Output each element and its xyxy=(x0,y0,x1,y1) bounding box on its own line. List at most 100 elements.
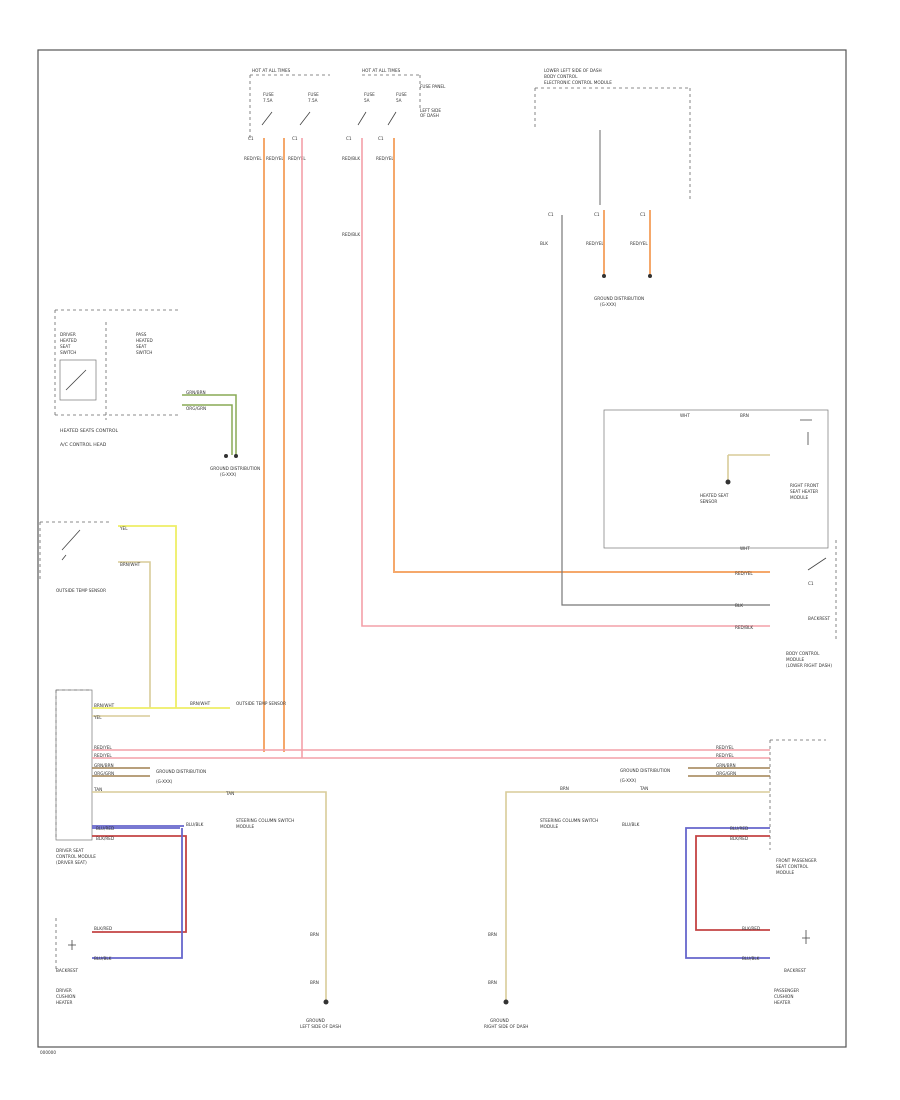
passenger-seat-module: RED/YEL RED/YEL GRN/BRN ORG/GRN GROUND D… xyxy=(540,739,826,1005)
wire-label: SEAT HEATER xyxy=(790,489,818,494)
wire-label: BLK/RED xyxy=(94,926,112,931)
wire-label: RED/BLK xyxy=(342,156,360,161)
driver-seat-module: BRN/WHT YEL BRN/WHT OUTSIDE TEMP SENSOR … xyxy=(55,689,770,1005)
wire-label: GRN/BRN xyxy=(94,763,114,768)
wire-label: DRIVER SEAT xyxy=(56,848,84,853)
lower-ctrl-title: LOWER LEFT SIDE OF DASH xyxy=(544,68,602,73)
wire-label: SEAT CONTROL xyxy=(776,864,809,869)
lower-ctrl-sub1: BODY CONTROL xyxy=(544,74,578,79)
wire-label: BRN/WHT xyxy=(94,703,115,708)
wire-label: MODULE xyxy=(236,824,255,829)
wire-label: RED/BLK xyxy=(735,625,753,630)
wire-label: HEATED SEAT xyxy=(700,493,729,498)
wire-label: BACKREST xyxy=(784,968,807,973)
wire-label: (G-XXX) xyxy=(220,472,237,477)
wire-label: BACKREST xyxy=(56,968,79,973)
wire-label: GROUND xyxy=(306,1018,325,1023)
wire-label: PASS xyxy=(136,332,147,337)
wire-label: RIGHT SIDE OF DASH xyxy=(484,1024,528,1029)
wire-label: CUSHION xyxy=(774,994,793,999)
bottom-grounds: BRN BRN GROUND LEFT SIDE OF DASH BRN BRN… xyxy=(300,932,528,1029)
wire-label: ORG/GRN xyxy=(716,771,736,776)
wire-label: RED/YEL xyxy=(586,241,604,246)
wire-label: RED/YEL xyxy=(630,241,648,246)
wire-label: HEATER xyxy=(56,1000,73,1005)
fuse-panel-note: FUSE PANEL xyxy=(420,84,446,89)
ac-control-head: DRIVER HEATED SEAT SWITCH PASS HEATED SE… xyxy=(54,309,180,448)
wire-label: OUTSIDE TEMP SENSOR xyxy=(236,701,286,706)
ground-left-icon xyxy=(323,999,329,1005)
wire-label: LEFT SIDE OF DASH xyxy=(300,1024,341,1029)
wire-label: BODY CONTROL xyxy=(786,651,820,656)
wire-label: C1 xyxy=(640,212,646,217)
wire-label: BLK/RED xyxy=(742,926,760,931)
fuse-panel-note-2: LEFT SIDE xyxy=(420,108,441,113)
wire-label: ORG/GRN xyxy=(186,406,206,411)
outside-temp-switch: YEL BRN/WHT OUTSIDE TEMP SENSOR xyxy=(39,521,177,708)
wire-label: SEAT xyxy=(136,344,147,349)
wire-label: BLK/RED xyxy=(96,836,114,841)
wire-label: RED/YEL xyxy=(288,156,306,161)
wire-label: CUSHION xyxy=(56,994,75,999)
wire-label: BLU/BLK xyxy=(622,822,640,827)
wire-label: BLK xyxy=(735,603,743,608)
wire-label: FRONT PASSENGER xyxy=(776,858,817,863)
wire-label: C1 xyxy=(292,136,298,141)
wire-label: SWITCH xyxy=(136,350,152,355)
wire-label: (G-XXX) xyxy=(600,302,617,307)
wire-label: HEATER xyxy=(774,1000,791,1005)
hot-at-all-times-label-2: HOT AT ALL TIMES xyxy=(362,68,401,73)
wire-label: MODULE xyxy=(790,495,809,500)
wire-label: HEATED xyxy=(136,338,153,343)
wire-label: (DRIVER SEAT) xyxy=(56,860,87,865)
wire-label: TAN xyxy=(225,791,234,796)
diagram-frame xyxy=(37,49,847,1048)
fuse-amp-4: 5A xyxy=(396,98,402,103)
ground-top-right-label: GROUND DISTRIBUTION xyxy=(594,296,644,301)
hot-at-all-times-label-1: HOT AT ALL TIMES xyxy=(252,68,291,73)
wire-label: RIGHT FRONT xyxy=(790,483,819,488)
lower-ctrl-sub2: ELECTRONIC CONTROL MODULE xyxy=(544,80,612,85)
wire-label: GROUND xyxy=(490,1018,509,1023)
right-relay-module: HEATED SEAT SENSOR RIGHT FRONT SEAT HEAT… xyxy=(603,409,837,668)
wire-label: GRN/BRN xyxy=(186,390,206,395)
wire-label: MODULE xyxy=(786,657,805,662)
wire-label: BRN xyxy=(488,932,497,937)
lower-control-module: LOWER LEFT SIDE OF DASH BODY CONTROL ELE… xyxy=(534,68,691,307)
wire-label: BRN xyxy=(310,980,319,985)
wire-label: STEERING COLUMN SWITCH xyxy=(540,818,598,823)
wire-label: GROUND DISTRIBUTION xyxy=(620,768,670,773)
wire-label: TAN xyxy=(639,786,648,791)
wire-label: BRN xyxy=(488,980,497,985)
wire-label: BRN xyxy=(310,932,319,937)
footer-code: 000000 xyxy=(40,1050,56,1055)
main-vertical-wires: RED/YEL BLK RED/BLK xyxy=(263,138,770,758)
wire-label: C1 xyxy=(808,581,814,586)
fuse-panel-note-3: OF DASH xyxy=(420,113,439,118)
wire-label: WHT xyxy=(680,413,690,418)
wire-label: YEL xyxy=(93,715,102,720)
wire-label: (G-XXX) xyxy=(156,779,173,784)
wire-label: BLK/RED xyxy=(730,836,748,841)
wire-label: ORG/GRN xyxy=(94,771,114,776)
wire-label: BLU/RED xyxy=(730,826,748,831)
wire-label: STEERING COLUMN SWITCH xyxy=(236,818,294,823)
wire-label: CONTROL MODULE xyxy=(56,854,96,859)
wire-label: GROUND DISTRIBUTION xyxy=(210,466,260,471)
wire-label: (G-XXX) xyxy=(620,778,637,783)
wire-label: C1 xyxy=(548,212,554,217)
wire-label: BLU/BLK xyxy=(94,956,112,961)
wire-label: MODULE xyxy=(540,824,559,829)
wire-label: BRN xyxy=(740,413,749,418)
wire-label: BLU/RED xyxy=(96,826,114,831)
wire-label: SWITCH xyxy=(60,350,76,355)
ground-right-icon xyxy=(503,999,509,1005)
wire-label: BRN xyxy=(560,786,569,791)
wire-label: DRIVER xyxy=(56,988,72,993)
fuse-label-1: FUSE xyxy=(263,92,274,97)
wire-label: GRN/BRN xyxy=(716,763,736,768)
wire-label: MODULE xyxy=(776,870,795,875)
wire-label: C1 xyxy=(346,136,352,141)
fuse-amp-1: 7.5A xyxy=(263,98,273,103)
